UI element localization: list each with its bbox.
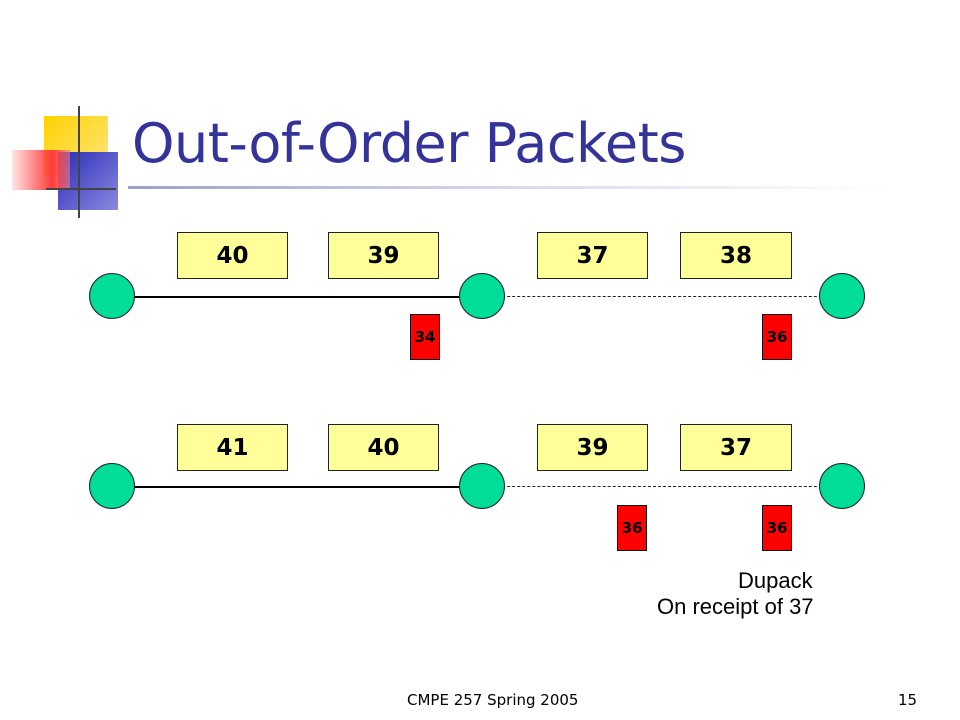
packet: 37 xyxy=(680,424,792,471)
packet: 39 xyxy=(328,232,439,279)
decorative-logo xyxy=(0,100,140,220)
ack-packet: 34 xyxy=(410,314,440,360)
dupack-note: Dupack xyxy=(738,568,813,593)
link-sender-router xyxy=(112,486,482,488)
router-node xyxy=(459,463,505,509)
packet: 37 xyxy=(537,232,648,279)
packet: 41 xyxy=(177,424,288,471)
packet: 39 xyxy=(537,424,648,471)
sender-node xyxy=(89,463,135,509)
link-router-receiver xyxy=(482,296,842,297)
ack-packet: 36 xyxy=(762,314,792,360)
receiver-node xyxy=(819,463,865,509)
ack-packet: 36 xyxy=(617,505,647,551)
slide-title: Out-of-Order Packets xyxy=(132,112,686,175)
sender-node xyxy=(89,273,135,319)
packet: 40 xyxy=(328,424,439,471)
ack-packet: 36 xyxy=(762,505,792,551)
receipt-note: On receipt of 37 xyxy=(657,594,814,619)
router-node xyxy=(459,273,505,319)
horizontal-rule xyxy=(46,188,116,190)
link-sender-router xyxy=(112,296,482,298)
receiver-node xyxy=(819,273,865,319)
link-router-receiver xyxy=(482,486,842,487)
footer-course: CMPE 257 Spring 2005 xyxy=(407,691,579,709)
vertical-rule xyxy=(78,106,80,218)
page-number: 15 xyxy=(898,691,918,709)
red-square xyxy=(12,150,70,190)
title-underline xyxy=(128,186,888,189)
packet: 38 xyxy=(680,232,792,279)
packet: 40 xyxy=(177,232,288,279)
